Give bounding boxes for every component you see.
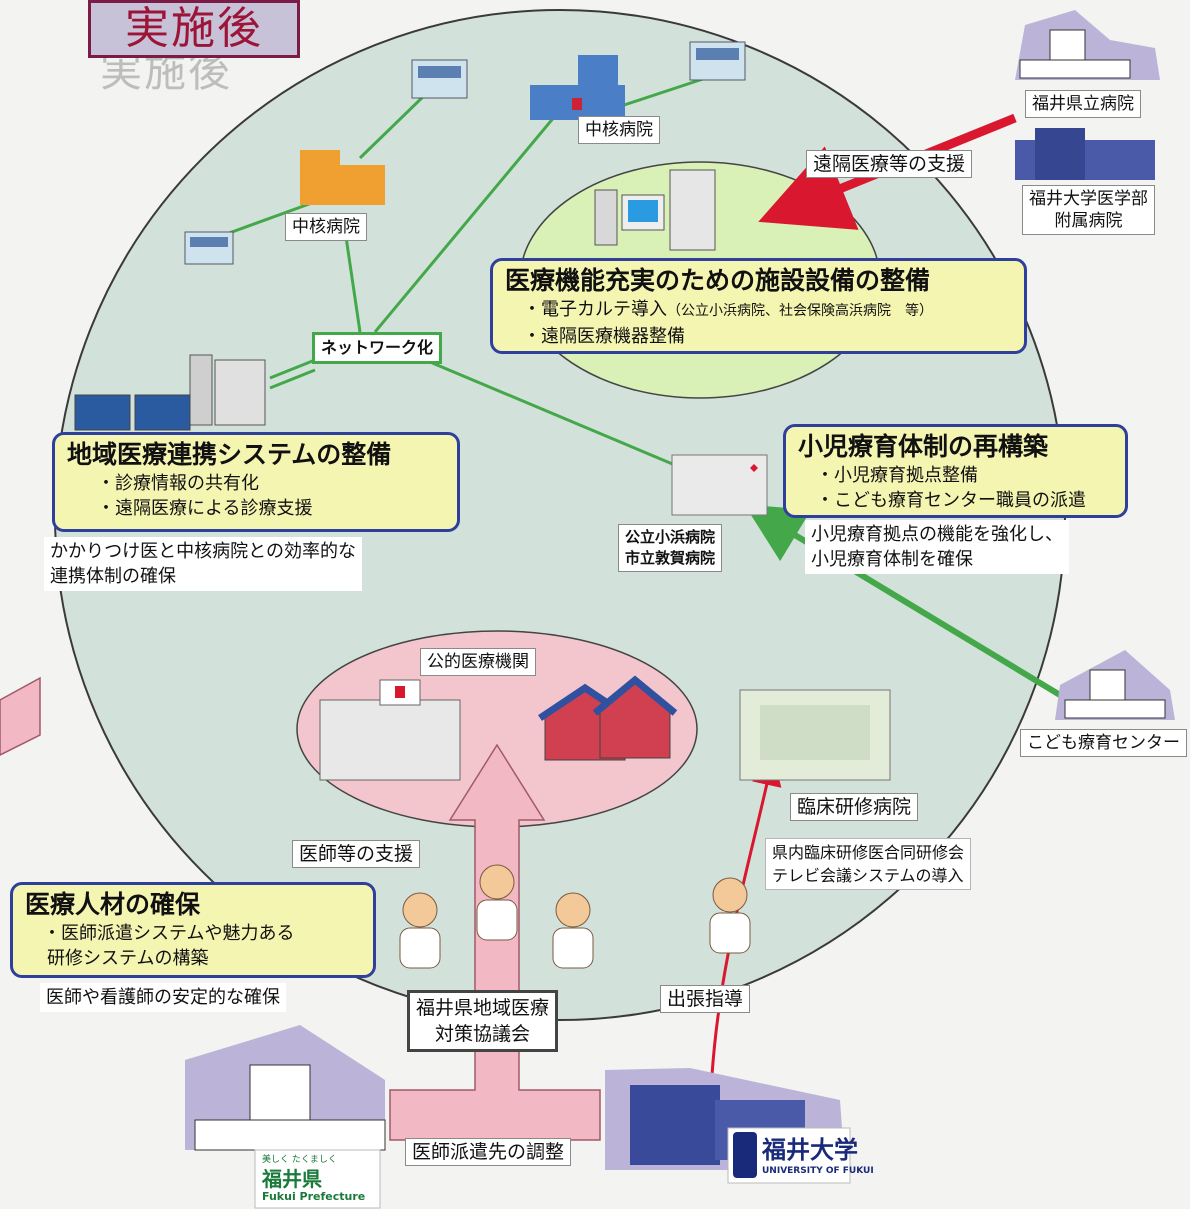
regional-note-line2: 連携体制の確保 bbox=[50, 566, 176, 587]
clinical-hospital-icon bbox=[739, 689, 891, 781]
personnel-box-title: 医療人材の確保 bbox=[25, 890, 201, 919]
clinic-icon bbox=[411, 59, 468, 99]
pediatric-note-line1: 小児療育拠点の機能を強化し、 bbox=[811, 524, 1063, 545]
univ-hospital-icon bbox=[1015, 128, 1155, 180]
regional-note-line1: かかりつけ医と中核病院との効率的な bbox=[50, 541, 356, 562]
univ-hospital-label-line2: 附属病院 bbox=[1054, 211, 1123, 231]
clinic-icon bbox=[689, 41, 746, 81]
facility-box-item: ・遠隔医療機器整備 bbox=[523, 326, 685, 347]
facility-box-title: 医療機能充実のための施設設備の整備 bbox=[505, 266, 931, 295]
hub-hospital-left-label: 中核病院 bbox=[285, 213, 367, 241]
public-hospital-icon bbox=[319, 679, 461, 781]
fukui-univ-emblem-icon bbox=[733, 1132, 757, 1178]
fukui-pref-logo-jp: 福井県 bbox=[262, 1167, 322, 1191]
hub-hospital-top-icon bbox=[530, 55, 625, 120]
pediatric-box-title: 小児療育体制の再構築 bbox=[798, 432, 1049, 461]
obama-hospital-label-line2: 市立敦賀病院 bbox=[625, 549, 716, 567]
pref-hospital-icon bbox=[1015, 10, 1160, 80]
pref-hospital-label: 福井県立病院 bbox=[1025, 90, 1141, 118]
computer-icon bbox=[594, 169, 716, 251]
pediatric-box-item: ・こども療育センター職員の派遣 bbox=[816, 490, 1086, 511]
clinic-icon bbox=[184, 231, 234, 265]
personnel-box-item: ・医師派遣システムや魅力ある bbox=[43, 923, 295, 944]
remote-support-label: 遠隔医療等の支援 bbox=[806, 150, 973, 178]
kodomo-center-label: こども療育センター bbox=[1020, 729, 1187, 757]
council-label: 福井県地域医療 対策協議会 bbox=[407, 990, 559, 1052]
dispatch-coord-label: 医師派遣先の調整 bbox=[405, 1138, 572, 1166]
obama-hospital-label: 公立小浜病院 市立敦賀病院 bbox=[618, 524, 723, 572]
house-icon bbox=[538, 675, 678, 761]
obama-hospital-label-line1: 公立小浜病院 bbox=[625, 528, 716, 546]
council-label-line2: 対策協議会 bbox=[435, 1023, 531, 1045]
fukui-pref-logo-tagline: 美しく たくましく bbox=[262, 1155, 337, 1165]
regional-note: かかりつけ医と中核病院との効率的な 連携体制の確保 bbox=[44, 537, 362, 591]
personnel-box-item: 研修システムの構築 bbox=[47, 948, 209, 969]
regional-box-title: 地域医療連携システムの整備 bbox=[67, 440, 392, 469]
regional-box-item: ・遠隔医療による診療支援 bbox=[97, 498, 313, 519]
network-label: ネットワーク化 bbox=[312, 332, 443, 364]
facility-box: 医療機能充実のための施設設備の整備 ・電子カルテ導入（公立小浜病院、社会保険高浜… bbox=[490, 258, 1027, 354]
regional-box-item: ・診療情報の共有化 bbox=[97, 473, 259, 494]
fukui-pref-logo-en: Fukui Prefecture bbox=[262, 1190, 366, 1203]
facility-item1-note: （公立小浜病院、社会保険高浜病院 等） bbox=[667, 303, 933, 319]
public-facility-label: 公的医療機関 bbox=[420, 648, 536, 676]
doctor-support-label: 医師等の支援 bbox=[292, 840, 421, 868]
pediatric-box: 小児療育体制の再構築 ・小児療育拠点整備 ・こども療育センター職員の派遣 bbox=[783, 424, 1128, 518]
pediatric-note: 小児療育拠点の機能を強化し、 小児療育体制を確保 bbox=[805, 520, 1069, 574]
univ-hospital-label-line1: 福井大学医学部 bbox=[1029, 189, 1148, 209]
clinical-hospital-label: 臨床研修病院 bbox=[790, 793, 919, 821]
server-icon bbox=[74, 354, 266, 431]
pediatric-box-item: ・小児療育拠点整備 bbox=[816, 465, 978, 486]
business-trip-label: 出張指導 bbox=[660, 985, 751, 1013]
clinical-note-line2: テレビ会議システムの導入 bbox=[772, 866, 964, 885]
left-edge-arrow bbox=[0, 676, 41, 756]
univ-hospital-label: 福井大学医学部 附属病院 bbox=[1022, 185, 1155, 235]
kodomo-center-icon bbox=[1055, 650, 1175, 720]
page-title: 実施後 bbox=[88, 0, 300, 58]
fukui-univ-logo-jp: 福井大学 bbox=[762, 1136, 858, 1164]
regional-box: 地域医療連携システムの整備 ・診療情報の共有化 ・遠隔医療による診療支援 bbox=[52, 432, 460, 532]
fukui-univ-logo-en: UNIVERSITY OF FUKUI bbox=[762, 1166, 874, 1176]
personnel-note: 医師や看護師の安定的な確保 bbox=[40, 983, 286, 1012]
facility-box-item: ・電子カルテ導入（公立小浜病院、社会保険高浜病院 等） bbox=[505, 297, 1012, 324]
personnel-box: 医療人材の確保 ・医師派遣システムや魅力ある 研修システムの構築 bbox=[10, 882, 376, 978]
hub-hospital-left-icon bbox=[300, 150, 385, 205]
facility-item1-main: ・電子カルテ導入 bbox=[523, 299, 667, 320]
obama-hospital-icon bbox=[671, 454, 768, 516]
fukui-pref-logo-badge bbox=[254, 1149, 381, 1209]
pediatric-note-line2: 小児療育体制を確保 bbox=[811, 549, 973, 570]
council-label-line1: 福井県地域医療 bbox=[416, 997, 550, 1019]
clinical-note-line1: 県内臨床研修医合同研修会 bbox=[772, 843, 965, 862]
doctor-figures bbox=[399, 864, 751, 969]
clinical-note: 県内臨床研修医合同研修会 テレビ会議システムの導入 bbox=[765, 838, 972, 890]
hub-hospital-top-label: 中核病院 bbox=[578, 116, 660, 144]
fukui-pref-building-icon bbox=[185, 1025, 386, 1151]
